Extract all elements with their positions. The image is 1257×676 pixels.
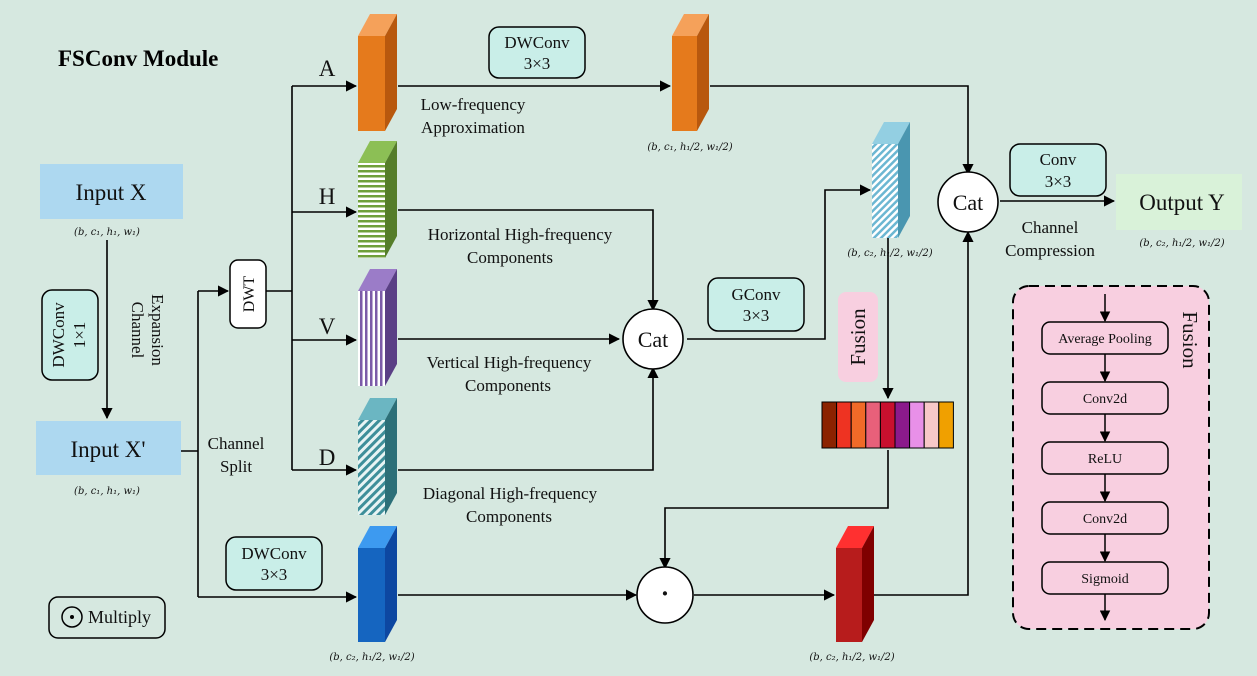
feature-block-a [358,14,397,131]
channel-compression-line2: Compression [1005,241,1095,260]
output-y-label: Output Y [1139,190,1225,215]
feature-block-red [836,526,874,642]
input-x-prime-box [36,421,181,475]
fusion-bar-cell [879,401,896,449]
fusion-bar-cell [894,401,911,449]
cat-node-right [937,171,999,233]
branch-h-line2: Components [467,248,553,267]
multiply-node-symbol: · [661,579,670,608]
multiply-legend-dot [70,615,74,619]
fusion-bar-cell [865,401,881,449]
fusion-bar-cell [909,401,925,449]
fusion-bar-cell [821,401,838,449]
branch-d-line2: Components [466,507,552,526]
dims-blue: (b, c₂, h₁/2, w₁/2) [329,652,414,663]
dims-red: (b, c₂, h₁/2, w₁/2) [809,652,894,663]
module-title: FSConv Module [58,46,218,71]
branch-letter-d: D [319,445,336,470]
channel-expansion-line1: Channel [128,302,147,359]
fusion-bar-cell [850,401,867,449]
dwconv-1x1-box [41,289,99,381]
dwconv-bottom-box [225,536,323,591]
input-x-prime-label: Input X' [70,437,145,462]
fusion-weight-bar [821,401,954,449]
output-y-dims: (b, c₂, h₁/2, w₁/2) [1139,238,1224,249]
multiply-node [636,566,694,624]
fusion-panel-title: Fusion [1178,311,1202,369]
cat-mid-label: Cat [638,327,669,352]
cat-right-label: Cat [953,190,984,215]
cat-node-mid [622,308,684,370]
branch-letter-h: H [319,184,336,209]
dwt-box [229,259,267,329]
branch-letter-v: V [319,314,336,339]
dwconv-bottom-line1: DWConv [241,544,307,563]
fusion-tag-label: Fusion [846,308,870,366]
dwconv-top-line1: DWConv [504,33,570,52]
channel-compression-line1: Channel [1022,218,1079,237]
input-x-prime-dims: (b, c₁, h₁, w₁) [74,486,140,497]
input-x-dims: (b, c₁, h₁, w₁) [74,227,140,238]
input-x-label: Input X [76,180,147,205]
legend-label: Multiply [88,607,151,627]
fusion-tag-box [838,292,878,382]
dwconv-1x1-line2: 1×1 [70,322,89,349]
gconv-box [707,277,805,332]
fusion-step-label: Conv2d [1083,512,1127,527]
branch-v-line2: Components [465,376,551,395]
conv-out-line2: 3×3 [1045,172,1072,191]
fusion-bar-cell [836,401,852,449]
multiply-legend-icon [61,606,83,628]
fusion-step-label: Conv2d [1083,392,1127,407]
branch-a-line1: Low-frequency [421,95,526,114]
dims-a-conv: (b, c₁, h₁/2, w₁/2) [647,142,732,153]
legend-box [48,596,166,639]
channel-split-line1: Channel [208,434,265,453]
conv-out-box [1009,143,1107,197]
branch-v-line1: Vertical High-frequency [427,353,592,372]
channel-expansion-line2: Expansion [148,294,167,366]
feature-block-d [358,398,397,515]
output-y-box [1116,174,1242,230]
gconv-line1: GConv [731,285,781,304]
fusion-step-label: Average Pooling [1058,332,1151,347]
channel-split-line2: Split [220,457,252,476]
feature-block-a-conv [672,14,709,131]
dwconv-top-box [488,26,586,79]
conv-out-line1: Conv [1040,150,1077,169]
branch-letter-a: A [319,56,336,81]
branch-h-line1: Horizontal High-frequency [428,225,613,244]
fusion-step-label: Sigmoid [1081,572,1128,587]
dims-gconv: (b, c₂, h₁/2, w₁/2) [847,248,932,259]
input-x-box [40,164,183,219]
feature-block-blue [358,526,397,642]
branch-a-line2: Approximation [421,118,525,137]
dwconv-1x1-line1: DWConv [49,302,68,368]
dwconv-top-line2: 3×3 [524,54,551,73]
feature-block-gconv [872,122,910,238]
gconv-line2: 3×3 [743,306,770,325]
connectors [101,80,1116,603]
fusion-step-label: ReLU [1088,452,1122,467]
dwconv-bottom-line2: 3×3 [261,565,288,584]
feature-block-v [358,269,397,386]
dwt-label: DWT [241,276,258,313]
branch-d-line1: Diagonal High-frequency [423,484,598,503]
fusion-bar-cell [923,401,940,449]
fusion-bar-cell [938,401,954,449]
feature-block-h [358,141,397,258]
